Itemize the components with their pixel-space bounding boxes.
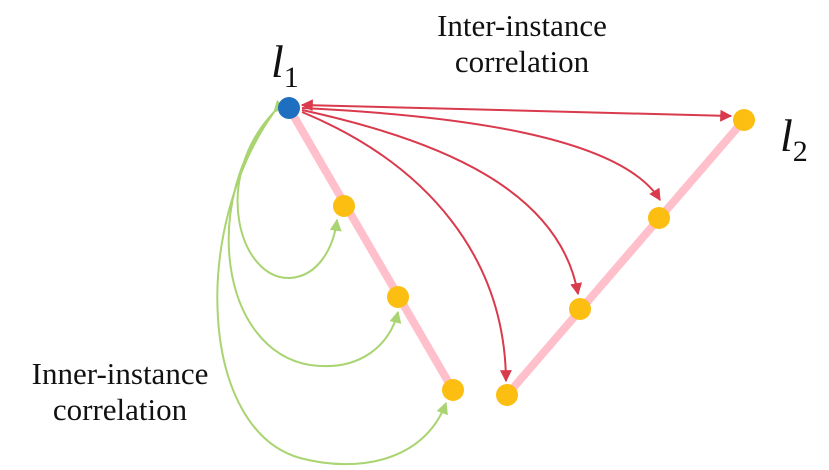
instance-1-point-3 — [387, 286, 409, 308]
inter-arrow-to-l2-point-2 — [301, 107, 661, 202]
instance-1-point-4 — [442, 379, 464, 401]
inter-instance-correlation-label: Inter-instance correlation — [392, 8, 652, 79]
instance-2-point-4 — [496, 384, 518, 406]
inter-arrow-to-l2-point-3 — [301, 109, 583, 296]
inner-arrow-to-point-1 — [236, 100, 342, 280]
inner-label-line-1: Inner-instance — [31, 356, 209, 391]
instance-1-letter: l — [271, 36, 284, 87]
inter-arrow-to-l2-point-4 — [301, 111, 512, 383]
instance-2-line — [503, 116, 748, 399]
instance-1-subscript: 1 — [283, 61, 299, 94]
instance-2-point-1 — [733, 109, 755, 131]
instance-2-subscript: 2 — [792, 135, 808, 168]
inter-label-line-1: Inter-instance — [437, 8, 607, 43]
instance-2-letter: l — [780, 110, 793, 161]
instance-1-anchor-point — [278, 97, 300, 119]
instance-1-point-2 — [333, 195, 355, 217]
inner-instance-correlation-label: Inner-instance correlation — [0, 356, 240, 427]
inter-arrow-to-l2-endpoint — [300, 99, 733, 122]
instance-1-label: l1 — [271, 36, 299, 96]
instance-2-point-2 — [648, 207, 670, 229]
instance-1-line — [285, 104, 457, 394]
instance-2-label: l2 — [780, 110, 808, 170]
instance-2-point-3 — [569, 298, 591, 320]
inner-arrow-to-point-3 — [216, 111, 448, 466]
inter-label-line-2: correlation — [454, 43, 590, 79]
inner-label-line-2: correlation — [52, 391, 188, 427]
